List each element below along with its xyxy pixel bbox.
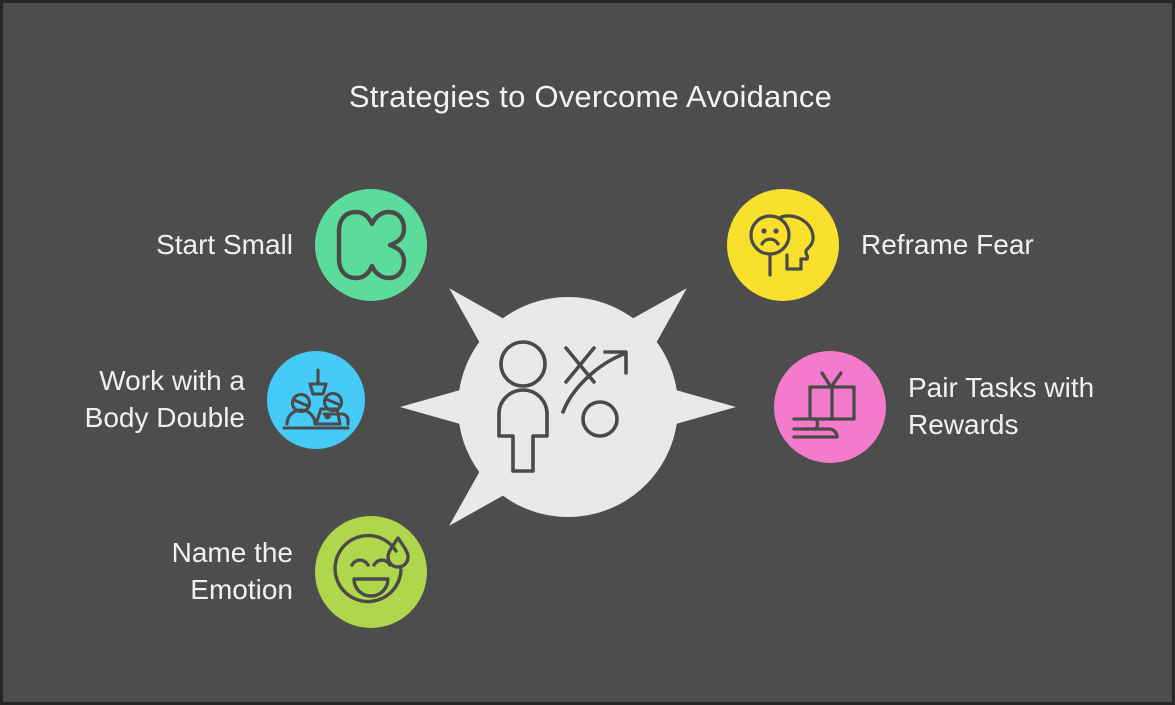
node-reframe-fear[interactable]: Reframe Fear — [727, 189, 1034, 301]
label-work-with-a-body-double: Work with a Body Double — [84, 365, 245, 433]
sprout-leaf-icon — [336, 209, 407, 281]
bubble-work-with-a-body-double[interactable] — [267, 351, 365, 449]
gift-box-hand-icon — [792, 371, 856, 439]
label-pair-tasks-with-rewards: Pair Tasks with Rewards — [908, 372, 1095, 440]
node-start-small[interactable]: Start Small — [63, 189, 427, 301]
label-name-the-emotion: Name the Emotion — [171, 537, 293, 605]
hub-arrows — [400, 288, 736, 526]
bubble-name-the-emotion[interactable] — [315, 516, 427, 628]
strategy-playbook-icon — [497, 340, 628, 473]
bubble-start-small[interactable] — [315, 189, 427, 301]
bubble-pair-tasks-with-rewards[interactable] — [774, 351, 886, 463]
head-profile-sad-face-icon — [749, 214, 815, 277]
two-people-at-desk-icon — [282, 368, 350, 430]
page-title: Strategies to Overcome Avoidance — [348, 79, 833, 114]
node-work-with-a-body-double[interactable]: Work with a Body Double — [3, 351, 365, 449]
smiling-face-with-sweat-icon — [333, 533, 410, 604]
node-pair-tasks-with-rewards[interactable]: Pair Tasks with Rewards — [774, 351, 1094, 463]
label-reframe-fear: Reframe Fear — [861, 228, 1034, 260]
bubble-reframe-fear[interactable] — [727, 189, 839, 301]
label-start-small: Start Small — [156, 228, 293, 260]
hub-circle — [458, 297, 678, 517]
node-name-the-emotion[interactable]: Name the Emotion — [63, 516, 427, 628]
